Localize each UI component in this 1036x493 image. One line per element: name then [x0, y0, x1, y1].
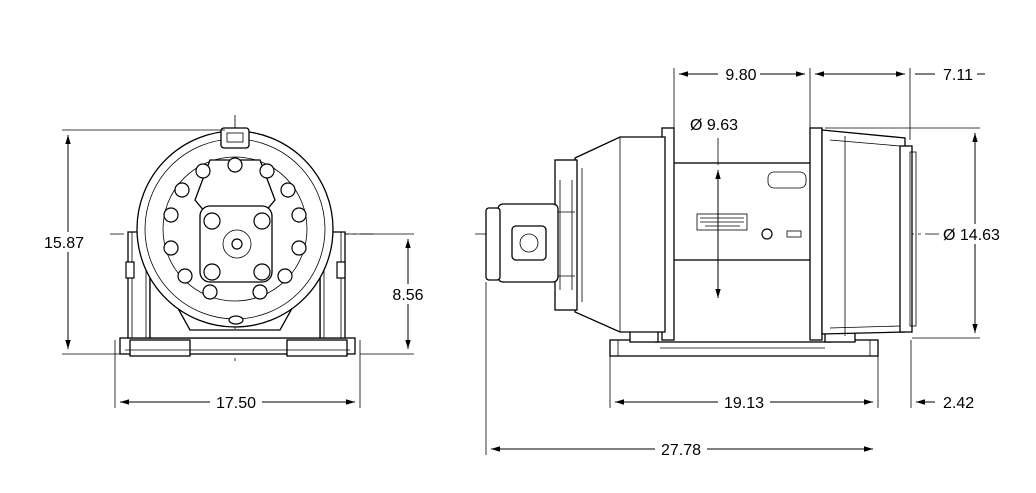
dim-label: Ø 9.63 — [690, 117, 738, 134]
brake-housing — [821, 129, 917, 336]
lifting-lug — [220, 127, 250, 149]
dim-label: 27.78 — [661, 442, 701, 459]
dim-brake-length: 7.11 — [815, 64, 985, 140]
front-base — [119, 337, 356, 357]
vent-plug — [761, 228, 773, 240]
side-hydraulic-motor — [485, 203, 575, 283]
dim-flange-diameter: Ø 14.63 — [825, 127, 1034, 339]
base-frame — [654, 257, 831, 343]
drum — [661, 127, 823, 341]
gearbox-cone — [554, 136, 666, 333]
dim-height-front: 15.87 — [40, 129, 225, 355]
right-drum-flange — [809, 127, 823, 341]
motor-port — [511, 225, 547, 261]
dim-label: 9.80 — [725, 67, 756, 84]
dim-label: 7.11 — [943, 67, 973, 84]
dim-label: 2.42 — [943, 395, 974, 412]
dim-drum-length: 9.80 — [673, 64, 811, 130]
frame-bolt — [125, 261, 135, 279]
dim-center-height: 8.56 — [345, 233, 430, 355]
front-view: 15.87 17.50 8.56 — [40, 115, 430, 412]
right-foot — [286, 339, 348, 357]
small-label — [786, 230, 802, 238]
dim-base-width: 17.50 — [114, 340, 361, 412]
dim-drum-diameter: Ø 9.63 — [690, 117, 738, 298]
frame-bolt — [336, 261, 346, 279]
motor-flange — [162, 156, 308, 302]
side-view: Ø 9.63 9.80 7.11 Ø 14.63 — [475, 64, 1034, 459]
dim-label: 19.13 — [724, 395, 764, 412]
dim-overall-length: 27.78 — [485, 282, 873, 459]
dim-label: 8.56 — [392, 287, 423, 304]
drain-plug — [228, 315, 244, 325]
dim-label: Ø 14.63 — [943, 227, 1000, 244]
bolt-circle — [163, 157, 307, 300]
left-foot — [129, 339, 191, 357]
dim-label: 17.50 — [216, 395, 256, 412]
name-plate — [696, 213, 748, 231]
dim-overhang: 2.42 — [910, 340, 974, 412]
hydraulic-motor-end — [199, 205, 273, 283]
dim-base-length: 19.13 — [609, 356, 879, 412]
dim-label: 15.87 — [44, 235, 84, 252]
cable-anchor — [767, 171, 807, 189]
